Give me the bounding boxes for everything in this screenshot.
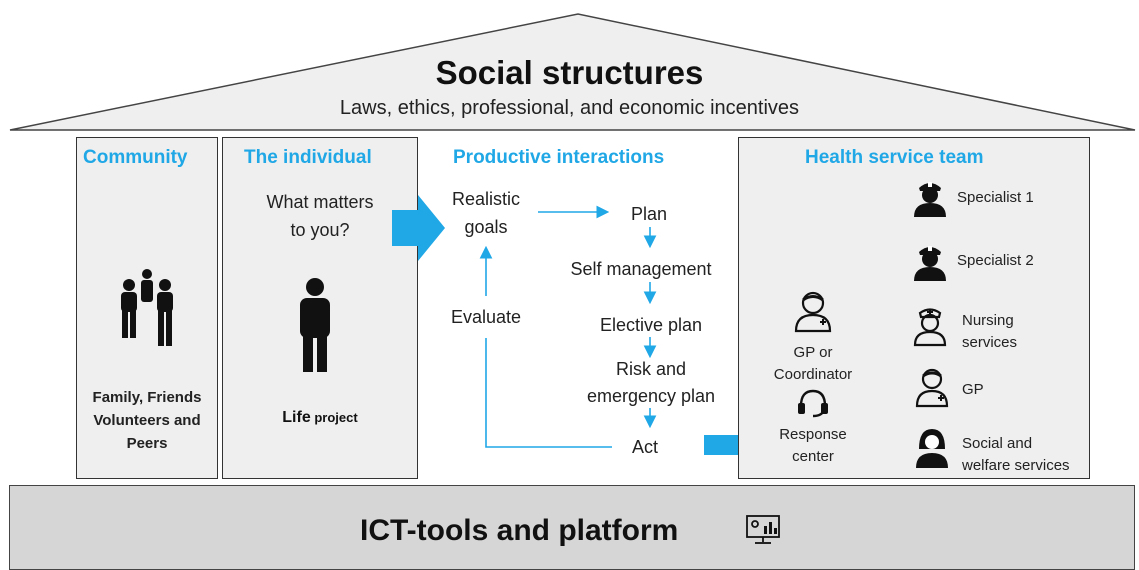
gp-coordinator-line-2: Coordinator: [773, 366, 853, 383]
person-icon: [300, 278, 330, 372]
roof-subtitle: Laws, ethics, professional, and economic…: [339, 97, 800, 119]
individual-heading: The individual: [244, 147, 372, 168]
team-panel: [738, 137, 1090, 479]
group-people-icon: [121, 269, 173, 346]
act-label: Act: [631, 437, 658, 457]
response-line-2: center: [792, 448, 834, 465]
life-rest: project: [310, 410, 358, 425]
nursing-line-2: services: [962, 334, 1018, 351]
interactions-heading: Productive interactions: [453, 147, 665, 168]
community-caption-2: Volunteers and: [93, 412, 201, 429]
response-line-1: Response: [779, 426, 847, 443]
foundation-bar: [9, 485, 1135, 570]
monitor-chart-icon: [746, 515, 780, 544]
life-project-caption: Life project: [222, 409, 418, 427]
gp-doctor-icon: [915, 368, 949, 408]
social-line-1: Social and: [962, 435, 1033, 452]
question-line-1: What matters: [266, 192, 374, 212]
nurse-icon: [913, 308, 947, 347]
foundation-label: ICT-tools and platform: [360, 514, 679, 547]
evaluate-label: Evaluate: [450, 307, 522, 327]
social-worker-icon: [916, 429, 948, 468]
risk-line-1: Risk and: [615, 359, 687, 379]
life-bold: Life: [282, 409, 311, 426]
elective-plan-label: Elective plan: [599, 315, 703, 335]
specialist-1-label: Specialist 1: [957, 189, 1034, 206]
doctor-icon: [794, 291, 832, 333]
community-caption-3: Peers: [126, 435, 168, 452]
nursing-line-1: Nursing: [962, 312, 1014, 329]
social-line-2: welfare services: [962, 457, 1070, 474]
headset-icon: [798, 389, 828, 418]
question-line-2: to you?: [290, 220, 350, 240]
specialist-icon-1: [914, 182, 946, 217]
gp-label: GP: [962, 381, 984, 398]
risk-line-2: emergency plan: [586, 386, 716, 406]
team-heading: Health service team: [805, 147, 984, 168]
goals-line-2: goals: [464, 217, 508, 237]
self-management-label: Self management: [570, 259, 712, 279]
roof-title: Social structures: [435, 54, 704, 91]
gp-coordinator-line-1: GP or: [793, 344, 833, 361]
big-arrow-right: [392, 195, 445, 261]
plan-label: Plan: [630, 204, 668, 224]
community-panel: [76, 137, 218, 479]
goals-line-1: Realistic: [451, 189, 521, 209]
specialist-icon-2: [914, 246, 946, 281]
community-heading: Community: [83, 147, 188, 168]
roof-shape: [9, 13, 1136, 131]
community-caption-1: Family, Friends: [92, 389, 202, 406]
specialist-2-label: Specialist 2: [957, 252, 1034, 269]
